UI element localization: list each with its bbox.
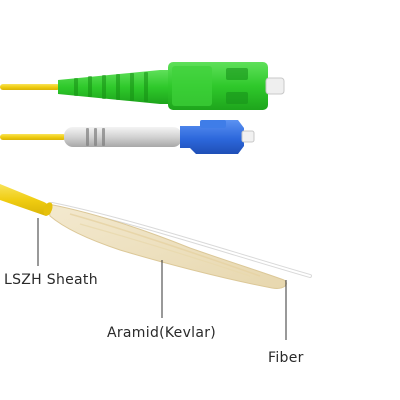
- sheath-end-face: [43, 202, 53, 216]
- sc-boot: [58, 70, 168, 104]
- lc-metal-boot: [64, 127, 182, 147]
- fiber-strand-highlight: [51, 203, 311, 277]
- sc-ferrule: [265, 77, 285, 95]
- sc-latch-slot: [226, 68, 248, 80]
- sc-housing-front: [172, 66, 212, 106]
- aramid-texture: [79, 223, 251, 277]
- sheath-label: LSZH Sheath: [4, 272, 98, 288]
- lc-upc-connector: [0, 120, 255, 154]
- lc-latch: [200, 120, 226, 128]
- cable-structure: [0, 184, 312, 289]
- lszh-sheath: [0, 184, 52, 216]
- sc-latch-slot: [226, 92, 248, 104]
- fiber-label: Fiber: [268, 350, 304, 366]
- lc-housing: [180, 120, 244, 154]
- lc-ferrule: [241, 130, 255, 143]
- lc-boot-rings: [86, 128, 105, 146]
- lower-cable: [0, 134, 66, 140]
- aramid-texture: [69, 213, 261, 277]
- upper-cable: [0, 84, 60, 90]
- sc-apc-connector: [0, 62, 285, 110]
- aramid-label: Aramid(Kevlar): [107, 325, 216, 341]
- sc-boot-ridges: [74, 72, 148, 102]
- leader-lines: [37, 218, 287, 340]
